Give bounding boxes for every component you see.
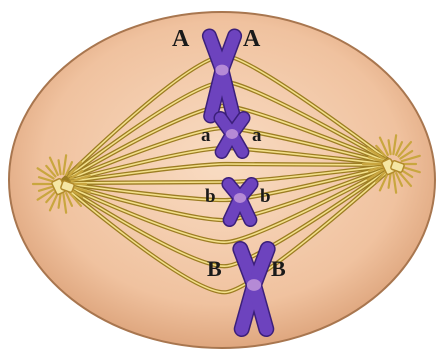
gene-label-A-right: A — [243, 26, 261, 52]
centromere — [234, 193, 246, 203]
gene-label-b-left: b — [205, 186, 216, 207]
gene-label-b-right: b — [260, 186, 271, 207]
gene-label-B-right: B — [271, 256, 286, 281]
centromere — [247, 279, 261, 291]
gene-label-a-left: a — [201, 125, 211, 146]
centromere — [215, 65, 228, 76]
chromosome-pair-2 — [220, 118, 243, 152]
centromere — [226, 129, 238, 139]
gene-label-B-left: B — [207, 256, 222, 281]
gene-label-A-left: A — [172, 26, 190, 52]
gene-label-a-right: a — [252, 125, 262, 146]
